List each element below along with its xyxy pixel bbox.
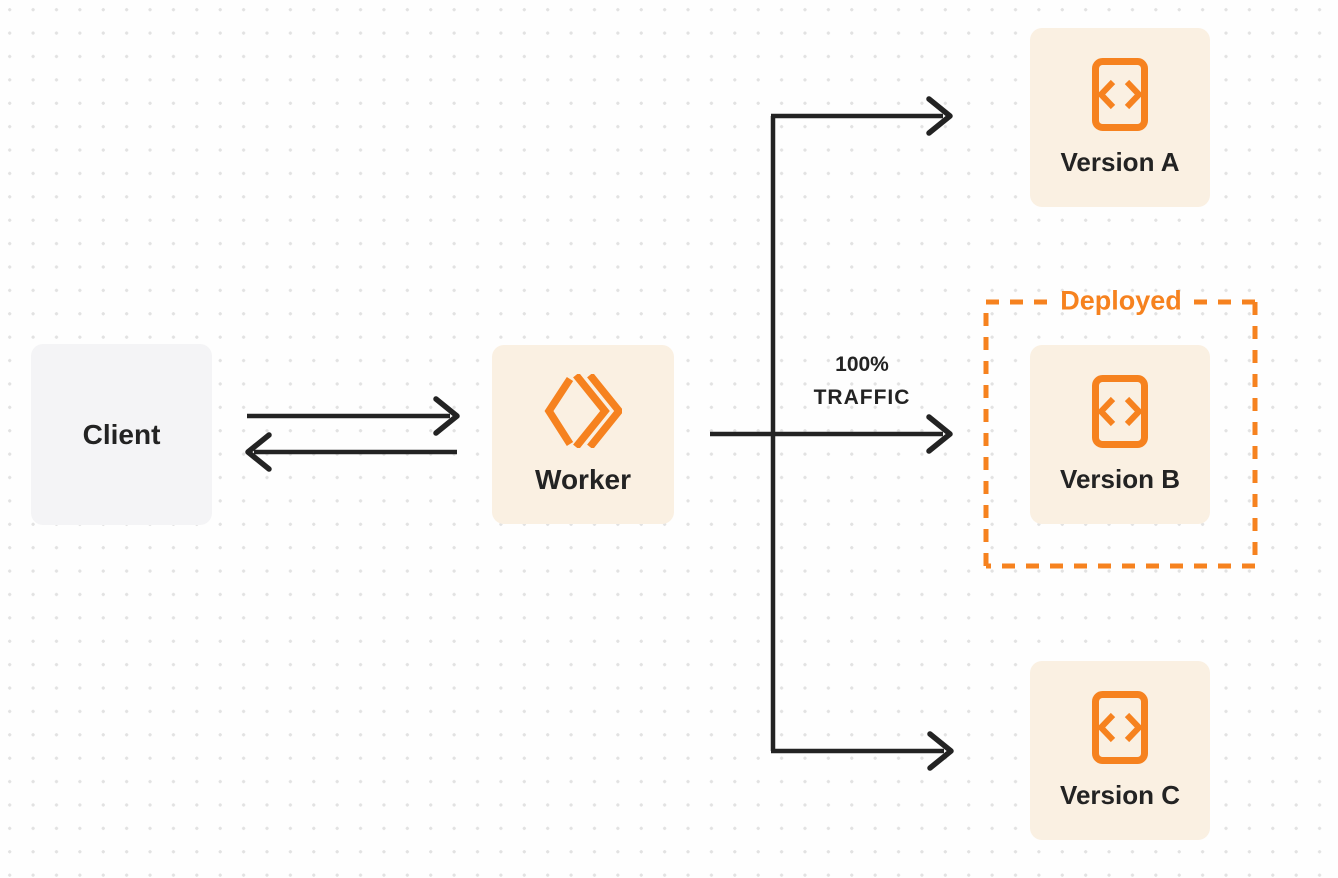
version-a-label: Version A bbox=[1060, 146, 1180, 177]
deployed-label: Deployed bbox=[1060, 285, 1182, 316]
traffic-percent-text: 100% bbox=[835, 353, 889, 376]
arrow-to-version-a bbox=[771, 96, 953, 136]
worker-node: Worker bbox=[492, 345, 674, 524]
client-node-label: Client bbox=[82, 418, 161, 450]
code-file-icon bbox=[1092, 57, 1148, 131]
code-file-icon bbox=[1092, 374, 1148, 448]
traffic-word-text: TRAFFIC bbox=[813, 386, 911, 409]
version-b-label: Version B bbox=[1060, 463, 1180, 494]
client-node: Client bbox=[31, 344, 212, 525]
arrow-to-version-c bbox=[771, 731, 954, 771]
arrow-worker-to-client bbox=[245, 432, 457, 472]
traffic-annotation: 100% TRAFFIC bbox=[782, 348, 942, 414]
version-a-node: Version A bbox=[1030, 28, 1210, 207]
arrow-client-to-worker bbox=[247, 396, 460, 436]
worker-node-label: Worker bbox=[535, 463, 631, 495]
version-c-node: Version C bbox=[1030, 661, 1210, 840]
version-b-node: Version B bbox=[1030, 345, 1210, 524]
version-c-label: Version C bbox=[1060, 779, 1180, 810]
arrow-worker-to-version-b bbox=[710, 414, 953, 454]
code-file-icon bbox=[1092, 690, 1148, 764]
worker-chevrons-icon bbox=[544, 373, 622, 448]
